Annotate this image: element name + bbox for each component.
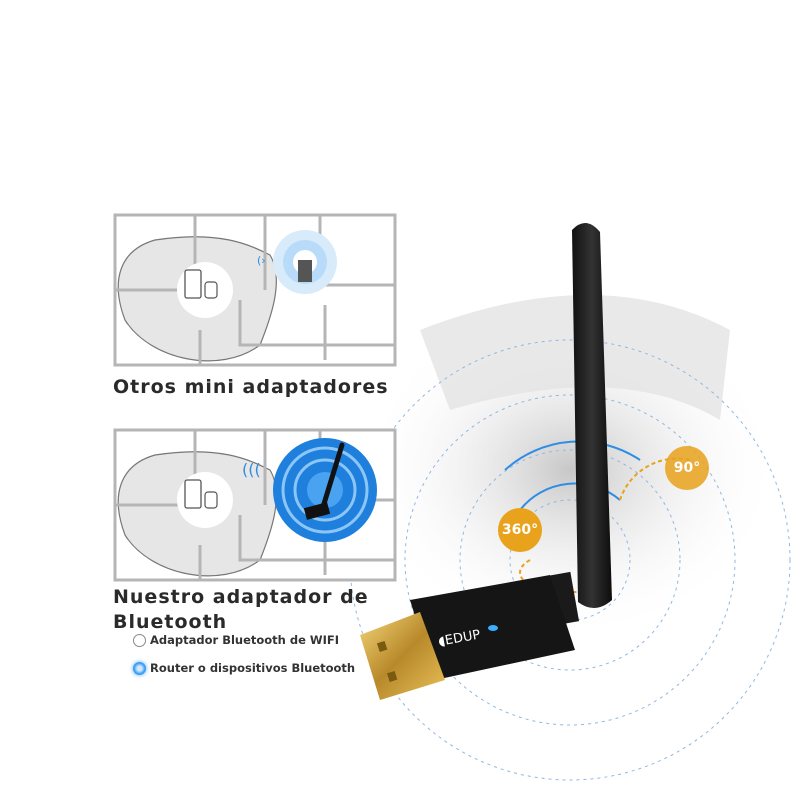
heading-our-adapter: Nuestro adaptador de Bluetooth (113, 585, 369, 635)
radio-filled-icon (133, 661, 146, 675)
legend-label: Adaptador Bluetooth de WIFI (150, 633, 340, 647)
legend-label: Router o dispositivos Bluetooth (150, 661, 356, 675)
badge-tilt: 90° (665, 446, 709, 490)
signal-icon: ((( (242, 460, 261, 479)
badge-rotation: 360° (498, 508, 542, 552)
floorplan-other-adapters: (› (113, 213, 397, 367)
phone-icon (184, 269, 202, 299)
mini-adapter-icon (298, 260, 312, 282)
brand-logo: ◖EDUP (437, 628, 482, 650)
heading-line-2: Bluetooth (113, 611, 228, 633)
phone-icon (184, 479, 202, 509)
status-led (488, 625, 498, 631)
legend-item-router: Router o dispositivos Bluetooth (133, 661, 355, 675)
speaker-icon (204, 281, 218, 299)
radio-empty-icon (133, 633, 146, 647)
heading-line-1: Nuestro adaptador de (113, 586, 369, 608)
legend: Adaptador Bluetooth de WIFI Router o dis… (133, 633, 355, 675)
usb-connector (360, 612, 445, 700)
adapter-antenna-icon (320, 442, 345, 510)
antenna (572, 222, 612, 609)
signal-icon: (› (257, 254, 266, 267)
heading-other-adapters: Otros mini adaptadores (113, 376, 389, 398)
floorplan-our-adapter: ((( (113, 428, 397, 582)
usb-bluetooth-adapter: ◖EDUP (360, 222, 612, 700)
speaker-icon (204, 491, 218, 509)
legend-item-wifi-adapter: Adaptador Bluetooth de WIFI (133, 633, 355, 647)
